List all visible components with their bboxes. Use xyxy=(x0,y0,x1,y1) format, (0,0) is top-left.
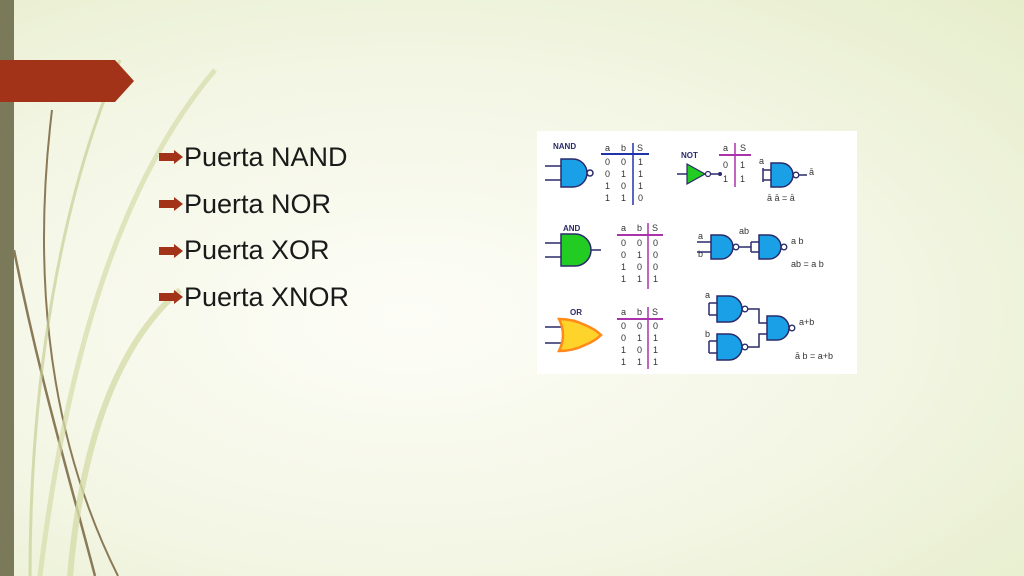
arrow-bullet-icon xyxy=(159,243,183,258)
bullet-list: Puerta NAND Puerta NOR Puerta XOR Puerta… xyxy=(158,134,349,321)
svg-text:1: 1 xyxy=(621,357,626,367)
and-gate-icon xyxy=(545,233,601,267)
nand-header-s: S xyxy=(637,143,643,153)
svg-text:a b: a b xyxy=(791,236,804,246)
svg-text:0: 0 xyxy=(637,345,642,355)
svg-text:1: 1 xyxy=(637,250,642,260)
svg-text:0: 0 xyxy=(621,321,626,331)
svg-text:1: 1 xyxy=(621,262,626,272)
svg-text:ā ā = ā: ā ā = ā xyxy=(767,193,795,203)
svg-text:S: S xyxy=(652,223,658,233)
or-label: OR xyxy=(570,308,582,317)
bullet-label: Puerta NOR xyxy=(184,188,332,219)
svg-text:a: a xyxy=(723,143,728,153)
svg-text:a+b: a+b xyxy=(799,317,814,327)
svg-text:1: 1 xyxy=(637,357,642,367)
svg-text:b: b xyxy=(705,329,710,339)
svg-text:0: 0 xyxy=(605,157,610,167)
svg-text:0: 0 xyxy=(621,250,626,260)
nand-label: NAND xyxy=(553,142,576,151)
svg-text:1: 1 xyxy=(653,357,658,367)
nand-header-a: a xyxy=(605,143,610,153)
svg-text:0: 0 xyxy=(653,262,658,272)
svg-text:0: 0 xyxy=(637,262,642,272)
svg-text:1: 1 xyxy=(637,333,642,343)
svg-text:0: 0 xyxy=(621,333,626,343)
svg-text:ab = a b: ab = a b xyxy=(791,259,824,269)
svg-text:0: 0 xyxy=(653,321,658,331)
svg-text:1: 1 xyxy=(653,333,658,343)
or-truth-table: a b S 0 0 0 0 1 1 1 0 1 1 1 1 xyxy=(617,307,663,369)
list-item: Puerta NOR xyxy=(158,181,349,228)
bullet-label: Puerta XNOR xyxy=(184,281,350,312)
svg-text:1: 1 xyxy=(653,345,658,355)
svg-text:a: a xyxy=(698,231,703,241)
svg-text:1: 1 xyxy=(740,174,745,184)
not-truth-table: a S 0 1 1 1 xyxy=(719,143,751,187)
svg-text:ab: ab xyxy=(739,226,749,236)
nand-header-b: b xyxy=(621,143,626,153)
svg-text:0: 0 xyxy=(637,238,642,248)
not-from-nand-icon: a ā ā ā = ā xyxy=(759,156,814,203)
svg-text:0: 0 xyxy=(621,181,626,191)
arrow-bullet-icon xyxy=(159,150,183,165)
list-item: Puerta XOR xyxy=(158,227,349,274)
accent-tab xyxy=(0,60,134,102)
nand-gate-icon xyxy=(545,158,594,188)
bullet-label: Puerta XOR xyxy=(184,235,330,266)
svg-text:b: b xyxy=(637,223,642,233)
and-from-nand-icon: a b ab a b ab = a b xyxy=(697,226,824,269)
svg-text:0: 0 xyxy=(621,157,626,167)
or-from-nand-icon: a b a+b ā b = a+b xyxy=(705,290,833,361)
list-item: Puerta NAND xyxy=(158,134,349,181)
logic-gates-figure: NAND a b S 0 0 1 0 1 1 1 0 1 1 1 0 NOT xyxy=(537,131,857,374)
svg-text:b: b xyxy=(698,249,703,259)
svg-text:1: 1 xyxy=(740,160,745,170)
svg-text:ā b = a+b: ā b = a+b xyxy=(795,351,833,361)
nand-truth-table: a b S 0 0 1 0 1 1 1 0 1 1 1 0 xyxy=(601,143,649,205)
decorative-curves xyxy=(12,59,217,576)
svg-text:1: 1 xyxy=(621,169,626,179)
svg-text:ā: ā xyxy=(809,167,814,177)
svg-text:1: 1 xyxy=(621,345,626,355)
arrow-bullet-icon xyxy=(159,290,183,305)
svg-text:S: S xyxy=(652,307,658,317)
svg-text:0: 0 xyxy=(638,193,643,203)
svg-text:1: 1 xyxy=(605,181,610,191)
svg-text:1: 1 xyxy=(637,274,642,284)
arrow-bullet-icon xyxy=(159,197,183,212)
and-label: AND xyxy=(563,224,581,233)
svg-text:b: b xyxy=(637,307,642,317)
left-strip xyxy=(0,0,14,576)
bullet-label: Puerta NAND xyxy=(184,141,348,172)
svg-text:1: 1 xyxy=(638,181,643,191)
svg-text:a: a xyxy=(621,307,626,317)
svg-text:S: S xyxy=(740,143,746,153)
svg-text:1: 1 xyxy=(621,274,626,284)
svg-text:a: a xyxy=(621,223,626,233)
svg-text:0: 0 xyxy=(653,250,658,260)
svg-text:0: 0 xyxy=(621,238,626,248)
and-truth-table: a b S 0 0 0 0 1 0 1 0 0 1 1 1 xyxy=(617,223,663,289)
svg-text:1: 1 xyxy=(723,174,728,184)
svg-text:0: 0 xyxy=(605,169,610,179)
or-gate-icon xyxy=(545,317,603,353)
list-item: Puerta XNOR xyxy=(158,274,349,321)
svg-text:0: 0 xyxy=(653,238,658,248)
svg-text:1: 1 xyxy=(653,274,658,284)
svg-text:1: 1 xyxy=(638,169,643,179)
not-label: NOT xyxy=(681,151,698,160)
svg-text:1: 1 xyxy=(605,193,610,203)
svg-text:1: 1 xyxy=(638,157,643,167)
svg-text:a: a xyxy=(759,156,764,166)
svg-text:0: 0 xyxy=(637,321,642,331)
svg-text:0: 0 xyxy=(723,160,728,170)
svg-text:a: a xyxy=(705,290,710,300)
svg-text:1: 1 xyxy=(621,193,626,203)
not-gate-icon xyxy=(677,162,722,186)
